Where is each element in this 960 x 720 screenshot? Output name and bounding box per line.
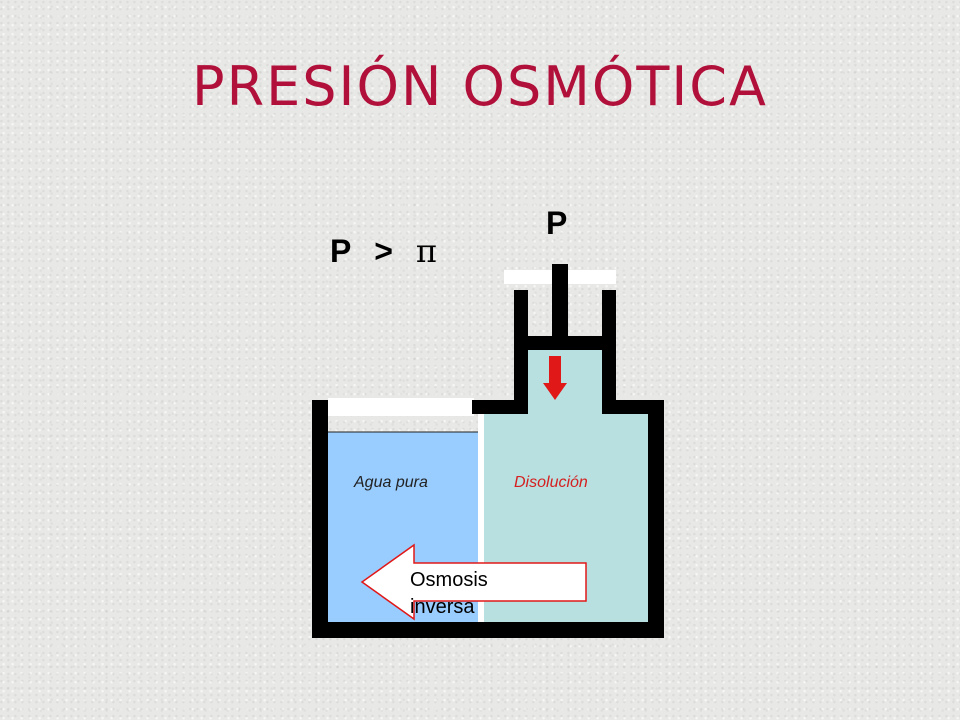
piston-pressure-label: P (546, 205, 568, 241)
cylinder-left-wall (514, 290, 528, 350)
piston-rod (552, 264, 568, 350)
reverse-osmosis-label: Osmosis inversa (410, 567, 488, 621)
left-top-plate (328, 398, 474, 416)
right-shoulder (602, 400, 664, 414)
reverse-osmosis-arrow (360, 543, 587, 621)
reverse-osmosis-line1: Osmosis (410, 569, 488, 591)
semipermeable-membrane (478, 414, 484, 622)
page-title: PRESIÓN OSMÓTICA (192, 55, 768, 118)
cylinder-right-wall (602, 290, 616, 350)
pressure-relation: P > π (330, 232, 437, 270)
force-arrow-head (543, 383, 567, 400)
applied-pressure-symbol: P (330, 233, 352, 269)
bottom-wall (312, 622, 664, 638)
greater-than-symbol: > (374, 233, 393, 269)
solution-label: Disolución (514, 474, 588, 491)
container (312, 264, 664, 638)
left-wall (312, 400, 328, 638)
reverse-osmosis-line2: inversa (410, 596, 475, 618)
force-arrow-shaft (549, 356, 561, 384)
pure-water-label: Agua pura (354, 474, 428, 491)
osmotic-pressure-symbol: π (415, 232, 437, 270)
neck-left-wall (514, 336, 528, 414)
right-wall (648, 400, 664, 638)
neck-right-wall (602, 336, 616, 414)
